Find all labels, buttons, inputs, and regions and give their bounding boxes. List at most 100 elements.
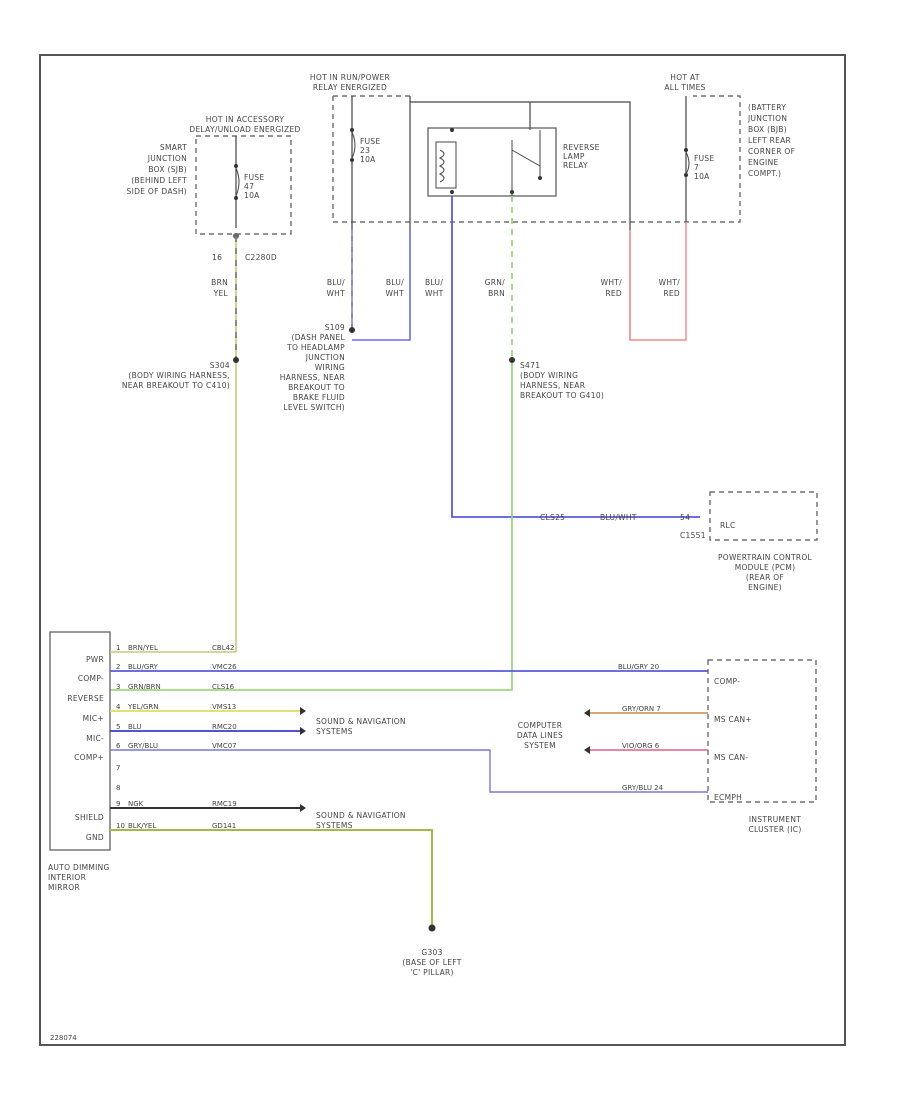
text-line: BOX (BJB) <box>748 125 787 134</box>
text-line: BREAKOUT TO <box>288 383 345 392</box>
text-line: (REAR OF <box>746 573 784 582</box>
wire-pin-9: 9 <box>116 800 120 808</box>
text-line: DELAY/UNLOAD ENERGIZED <box>189 125 300 134</box>
wire-label-wht-red-a: WHT/RED <box>601 278 623 298</box>
text-line: RELAY ENERGIZED <box>313 83 387 92</box>
text-line: S109 <box>325 323 345 332</box>
mirror-pin-9: SHIELD <box>75 813 104 822</box>
fuse-23 <box>350 96 356 330</box>
cluster-pin-3: MS CAN- <box>714 753 748 762</box>
text-line: WHT/ <box>601 278 623 287</box>
ground-label: G303(BASE OF LEFT'C' PILLAR) <box>402 948 461 977</box>
pcm-box <box>709 491 818 541</box>
text-line: CORNER OF <box>748 147 795 156</box>
wire-pin-3: 3 <box>116 683 120 691</box>
sjb-connector-name: C2280D <box>245 253 277 262</box>
wire-pin-8: 8 <box>116 784 120 792</box>
text-line: S471 <box>520 361 540 370</box>
text-line: BLU/ <box>425 278 443 287</box>
text-line: ALL TIMES <box>664 83 705 92</box>
text-line: WHT/ <box>659 278 681 287</box>
wire-blu-wht-relay <box>352 230 411 341</box>
text-line: ENGINE <box>748 158 779 167</box>
text-line: DATA LINES <box>517 731 563 740</box>
text-line: SMART <box>160 143 187 152</box>
wire-pin-5: 5 <box>116 723 120 731</box>
splice-s109 <box>349 327 355 333</box>
wire-circuit-9: RMC19 <box>212 800 237 808</box>
text-line: MODULE (PCM) <box>735 563 796 572</box>
wire-color-5: BLU <box>128 723 141 731</box>
text-line: 47 <box>244 182 254 191</box>
text-line: NEAR BREAKOUT TO C410) <box>122 381 230 390</box>
diagram-frame <box>39 54 846 1046</box>
text-line: HARNESS, NEAR <box>280 373 345 382</box>
text-line: POWERTRAIN CONTROL <box>718 553 813 562</box>
pcm-connector: C1551 <box>680 531 706 540</box>
fuse-47 <box>234 136 240 228</box>
wire-color-3: GRN/BRN <box>128 683 161 691</box>
cluster-wire-label-1: BLU/GRY 20 <box>618 663 659 671</box>
splice-s304-label: S304(BODY WIRING HARNESS,NEAR BREAKOUT T… <box>122 361 230 390</box>
text-line: INTERIOR <box>48 873 86 882</box>
text-line: 10A <box>244 191 260 200</box>
wire-color-9: NGK <box>128 800 144 808</box>
wire-pin-2: 2 <box>116 663 120 671</box>
wire-pin-7: 7 <box>116 764 120 772</box>
mirror-wire-group <box>110 651 708 925</box>
sjb-box <box>195 135 292 235</box>
mirror-pin-5: MIC- <box>86 734 104 743</box>
wire-label-grn-brn: GRN/BRN <box>485 278 506 298</box>
reverse-lamp-relay <box>409 96 631 340</box>
text-line: MIRROR <box>48 883 80 892</box>
wire-color-4: YEL/GRN <box>127 703 158 711</box>
wire-color-6: GRY/BLU <box>128 742 158 750</box>
text-line: 10A <box>360 155 376 164</box>
cluster-wire-label-4: GRY/BLU 24 <box>622 784 664 792</box>
text-line: (BATTERY <box>748 103 786 112</box>
text-line: JUNCTION <box>147 154 187 163</box>
text-line: FUSE <box>360 137 381 146</box>
text-line: INSTRUMENT <box>749 815 801 824</box>
text-line: LEVEL SWITCH) <box>283 403 345 412</box>
wire-pin-4: 4 <box>116 703 121 711</box>
text-line: RED <box>605 289 622 298</box>
text-line: ENGINE) <box>748 583 782 592</box>
figure-id: 228074 <box>50 1034 77 1042</box>
cluster-pin-4: ECMPH <box>714 793 742 802</box>
text-line: (BODY WIRING <box>520 371 578 380</box>
pcm-wire-circuit: CLS25 <box>540 513 565 522</box>
text-line: (BODY WIRING HARNESS, <box>128 371 230 380</box>
wire-circuit-5: RMC20 <box>212 723 237 731</box>
text-line: WIRING <box>315 363 345 372</box>
wire-blu-wht-pcm <box>451 196 700 518</box>
text-line: 7 <box>694 163 699 172</box>
wire-color-1: BRN/YEL <box>128 644 158 652</box>
text-line: HOT IN ACCESSORY <box>206 115 285 124</box>
text-line: SOUND & NAVIGATION <box>316 811 406 820</box>
mirror-pin-4: MIC+ <box>83 714 104 723</box>
wire-circuit-6: VMC07 <box>212 742 237 750</box>
text-line: WHT <box>425 289 444 298</box>
wire-pin-6: 6 <box>116 742 121 750</box>
text-line: JUNCTION <box>747 114 787 123</box>
text-line: 10A <box>694 172 710 181</box>
text-line: AUTO DIMMING <box>48 863 110 872</box>
wire-color-2: BLU/GRY <box>128 663 159 671</box>
text-line: LAMP <box>563 152 585 161</box>
text-line: S304 <box>210 361 230 370</box>
wire-pin-10: 10 <box>116 822 125 830</box>
wire-color-10: BLK/YEL <box>128 822 156 830</box>
